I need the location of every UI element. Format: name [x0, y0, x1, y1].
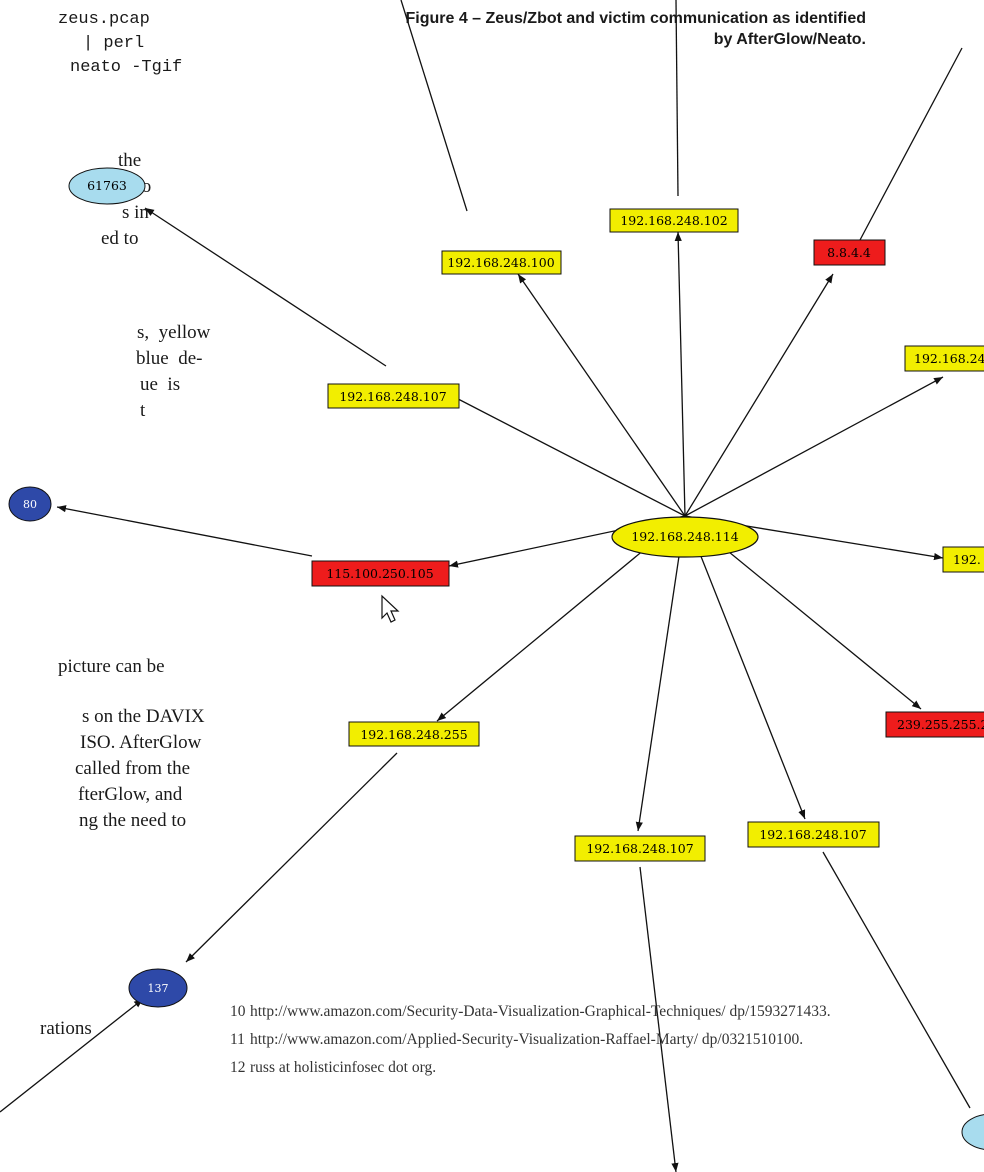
svg-text:192.168.24: 192.168.24 — [914, 351, 984, 366]
footnote-text: http://www.amazon.com/Applied-Security-V… — [250, 1031, 804, 1048]
node-center: 192.168.248.114 — [611, 516, 759, 558]
node-ip-box: 192.168.248.100 — [441, 250, 562, 275]
node-port-dark: 80 — [8, 486, 52, 522]
edge — [675, 0, 679, 197]
node-ip-box: 192.168.248.107 — [747, 821, 880, 848]
code-line-1: zeus.pcap — [58, 10, 150, 29]
edge — [0, 998, 144, 1113]
body-fragment: ed to — [101, 228, 139, 249]
edge — [639, 866, 679, 1172]
node-red-box: 239.255.255.2 — [885, 711, 984, 738]
footnote-number: 11 — [230, 1031, 245, 1048]
body-fragment: s in — [122, 202, 149, 223]
body-fragment: ue is — [140, 374, 181, 395]
footnote-text: russ at holisticinfosec dot org. — [250, 1059, 437, 1076]
edge — [684, 273, 834, 517]
code-line-2: | perl — [83, 34, 145, 53]
edge — [684, 376, 944, 517]
body-fragment: the — [118, 150, 142, 171]
svg-text:115.100.250.105: 115.100.250.105 — [326, 566, 433, 581]
body-fragment: picture can be — [58, 656, 165, 677]
edge — [430, 384, 686, 517]
edge — [684, 515, 806, 820]
footnotes: 10 http://www.amazon.com/Security-Data-V… — [230, 1002, 850, 1086]
node-ip-box: 192.168.248.107 — [574, 835, 706, 862]
body-fragment: ISO. AfterGlow — [80, 732, 202, 753]
edge — [859, 47, 963, 241]
body-fragment: s, yellow — [137, 322, 211, 343]
node-ip-box: 192.168.248.255 — [348, 721, 480, 747]
node-port-dark: 137 — [128, 968, 188, 1008]
svg-text:80: 80 — [23, 498, 37, 511]
footnote-text: http://www.amazon.com/Security-Data-Visu… — [250, 1003, 831, 1020]
svg-text:192.168.248.255: 192.168.248.255 — [360, 727, 467, 742]
node-center-label: 192.168.248.114 — [631, 529, 738, 544]
node-ip-box: 192.168.248.102 — [609, 208, 739, 233]
edge — [822, 851, 971, 1109]
svg-text:192.: 192. — [953, 552, 981, 567]
edge — [517, 273, 686, 517]
edge — [400, 0, 468, 212]
node-ip-box: 192. — [942, 546, 984, 573]
svg-text:61763: 61763 — [87, 178, 127, 193]
node-red-box: 115.100.250.105 — [311, 560, 450, 587]
body-fragment: blue de- — [136, 348, 203, 369]
svg-text:239.255.255.2: 239.255.255.2 — [897, 717, 984, 732]
footnote: 11 http://www.amazon.com/Applied-Securit… — [230, 1030, 850, 1050]
body-fragment: t — [140, 400, 146, 421]
svg-text:192.168.248.107: 192.168.248.107 — [339, 389, 446, 404]
caption-line-2: by AfterGlow/Neato. — [713, 31, 866, 48]
footnote-number: 10 — [230, 1003, 246, 1020]
figure-caption: Figure 4 – Zeus/Zbot and victim communic… — [306, 8, 866, 50]
footnote: 10 http://www.amazon.com/Security-Data-V… — [230, 1002, 850, 1022]
caption-line-1: Figure 4 – Zeus/Zbot and victim communic… — [405, 10, 866, 27]
body-fragment: rations — [40, 1018, 92, 1039]
svg-text:192.168.248.100: 192.168.248.100 — [447, 255, 554, 270]
mouse-cursor-icon — [381, 594, 400, 623]
node-port-light: 61763 — [68, 167, 146, 205]
code-line-3: neato -Tgif — [70, 58, 183, 77]
edge — [635, 515, 686, 832]
footnote-number: 12 — [230, 1059, 246, 1076]
footnote: 12 russ at holisticinfosec dot org. — [230, 1058, 850, 1078]
edge — [144, 207, 387, 367]
edge — [185, 752, 398, 963]
svg-text:8.8.4.4: 8.8.4.4 — [827, 245, 871, 260]
svg-text:192.168.248.102: 192.168.248.102 — [620, 213, 727, 228]
edge — [674, 231, 686, 517]
node-red-box: 8.8.4.4 — [813, 239, 886, 266]
body-fragment: ng the need to — [79, 810, 187, 831]
svg-text:137: 137 — [148, 982, 169, 995]
body-fragment: s on the DAVIX — [82, 706, 205, 727]
node-ip-box: 192.168.24 — [904, 345, 984, 372]
node-ip-box: 192.168.248.107 — [327, 383, 460, 409]
body-fragment: called from the — [75, 758, 191, 779]
svg-text:192.168.248.107: 192.168.248.107 — [586, 841, 693, 856]
edge — [56, 505, 313, 557]
svg-text:192.168.248.107: 192.168.248.107 — [759, 827, 866, 842]
node-port-light-partial — [961, 1114, 984, 1150]
body-fragment: fterGlow, and — [78, 784, 183, 805]
